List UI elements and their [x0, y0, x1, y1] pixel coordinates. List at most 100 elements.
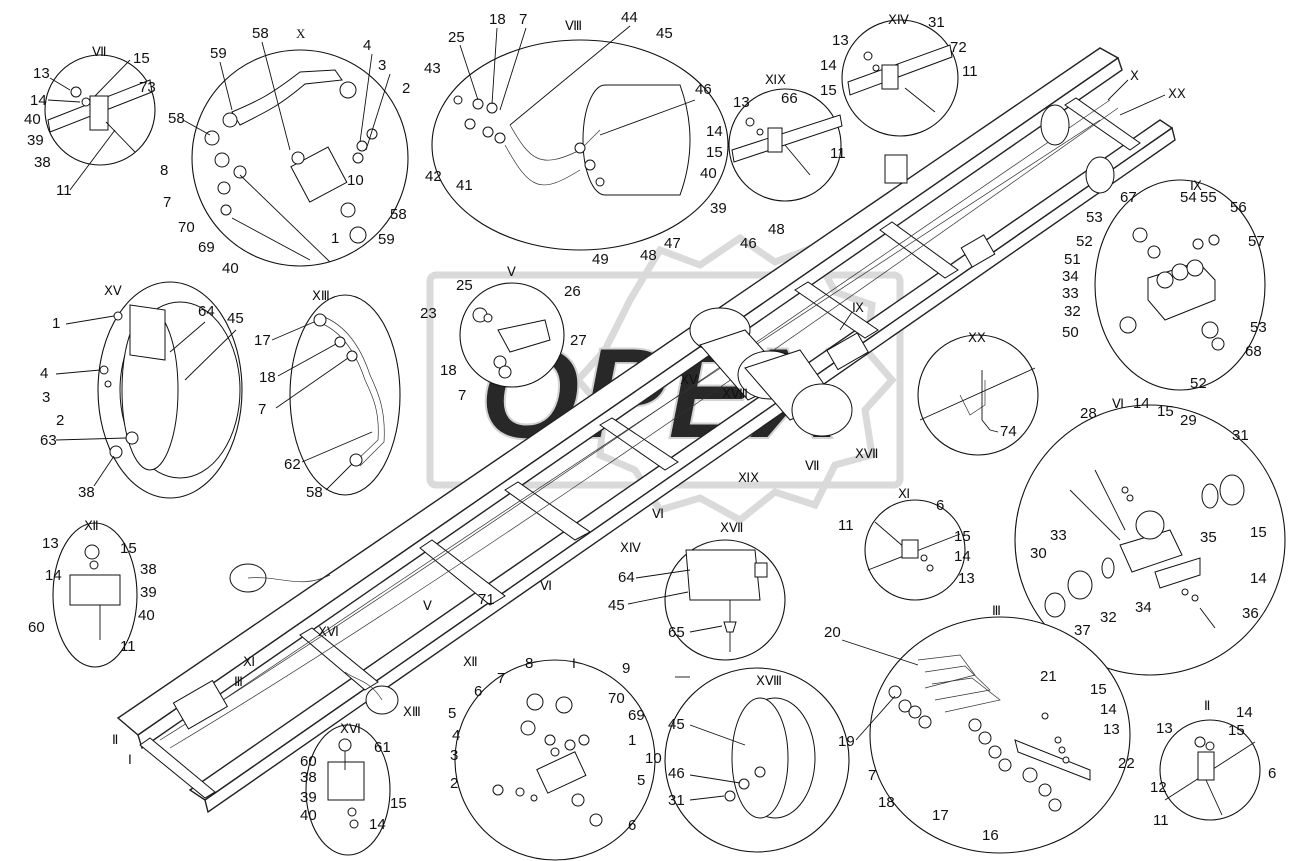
part-number: 15	[120, 540, 137, 557]
part-number: 7	[458, 387, 466, 404]
detail-xi: Ⅺ 11 6 15 14 13	[838, 486, 975, 601]
detail-xii: Ⅻ 13 15 14 38 39 40 60 11	[28, 518, 157, 668]
detail-title: Ⅸ	[1190, 178, 1202, 193]
part-number: 3	[378, 57, 386, 74]
part-number: 14	[1236, 704, 1253, 721]
part-number: 65	[668, 624, 685, 641]
part-number: 34	[1062, 268, 1079, 285]
detail-xvii: ⅩⅦ 64 45 65	[608, 520, 786, 661]
detail-title: ⅩⅢ	[312, 288, 330, 303]
part-number: 38	[300, 769, 317, 786]
part-number: 23	[420, 305, 437, 322]
part-number: 2	[402, 80, 410, 97]
part-number: 11	[962, 63, 978, 80]
detail-title: ⅪⅩ	[765, 72, 786, 87]
part-number: 69	[198, 239, 215, 256]
part-number: 72	[950, 39, 967, 56]
part-number: 27	[570, 332, 587, 349]
part-number: 15	[706, 144, 723, 161]
detail-title: Ⅶ	[92, 44, 107, 59]
part-number: 49	[592, 251, 609, 268]
part-number: 9	[622, 660, 630, 677]
part-number: 15	[133, 50, 150, 67]
detail-xiv: ⅩⅣ 13 31 72 14 15 11	[820, 12, 978, 137]
part-number: 6	[474, 683, 482, 700]
part-number: 70	[178, 219, 195, 236]
chassis-marker: Ⅵ	[652, 506, 664, 521]
part-number: 52	[1076, 233, 1093, 250]
chassis-marker: Ⅸ	[852, 300, 864, 315]
chassis-marker: ⅩⅦ	[855, 446, 878, 461]
part-number: 17	[254, 332, 271, 349]
part-number: 66	[781, 90, 798, 107]
chassis-marker: Ⅰ	[128, 752, 132, 767]
part-number: 15	[954, 528, 971, 545]
part-number: 18	[259, 369, 276, 386]
part-number: 7	[497, 670, 505, 687]
part-number: 14	[1100, 701, 1117, 718]
detail-vi: Ⅵ 28 14 15 29 31 33 35 30 32 34 15 14 37…	[1014, 395, 1286, 676]
part-number: 45	[608, 597, 625, 614]
chassis-marker: Ⅻ	[463, 654, 478, 669]
part-number: 38	[34, 154, 51, 171]
part-number: 1	[628, 732, 636, 749]
part-number: 45	[668, 716, 685, 733]
part-number: 15	[1228, 722, 1245, 739]
part-number: 14	[45, 567, 62, 584]
part-number: 7	[519, 11, 527, 28]
part-number: 13	[832, 32, 849, 49]
part-number: 16	[982, 827, 999, 844]
part-number: 17	[932, 807, 949, 824]
part-number: 58	[306, 484, 323, 501]
detail-title: Ⅺ	[898, 486, 910, 501]
part-number: 73	[139, 79, 156, 96]
part-number: 39	[140, 584, 157, 601]
part-number: 14	[1250, 570, 1267, 587]
part-number: 38	[140, 561, 157, 578]
part-number: 36	[1242, 605, 1259, 622]
part-number: 29	[1180, 412, 1197, 429]
part-number: 58	[390, 206, 407, 223]
part-number: 32	[1064, 303, 1081, 320]
part-number: 39	[710, 200, 727, 217]
detail-title: Ⅻ	[84, 518, 99, 533]
part-number: 20	[824, 624, 841, 641]
detail-title: ⅩⅥ	[340, 721, 361, 736]
part-number: 13	[1103, 721, 1120, 738]
chassis-marker: Ⅵ	[540, 578, 552, 593]
chassis-marker: Ⅲ	[234, 674, 243, 689]
detail-title: ⅩⅧ	[756, 673, 782, 688]
part-number: 15	[390, 795, 407, 812]
part-number: 14	[706, 123, 723, 140]
chassis-marker: ⅩⅥ	[318, 624, 339, 639]
part-number: 35	[1200, 529, 1217, 546]
chassis-marker: Ⅹ	[1130, 68, 1139, 83]
detail-iii: Ⅲ 20 21 15 14 13 19 7 18 17 22 16	[824, 603, 1135, 854]
detail-x: X 58 59 58 8 7 70 69 40 4 3 2 10 1 58 59	[160, 25, 410, 277]
detail-xix: ⅪⅩ 13 66 14 15 40 39 11	[700, 72, 846, 217]
part-number: 69	[628, 707, 645, 724]
part-number: 11	[1153, 812, 1169, 829]
part-number: 34	[1135, 599, 1152, 616]
part-number: 12	[1150, 779, 1167, 796]
part-number: 31	[1232, 427, 1249, 444]
part-number: 14	[820, 57, 837, 74]
part-number: 26	[564, 283, 581, 300]
detail-title: ⅩⅦ	[720, 520, 743, 535]
part-number: 18	[878, 794, 895, 811]
part-number: 46	[668, 765, 685, 782]
chassis-frame	[116, 47, 1176, 814]
part-number: 51	[1064, 251, 1081, 268]
chassis-marker: ⅩⅢ	[403, 704, 421, 719]
part-number: 7	[258, 401, 266, 418]
part-number: 31	[668, 792, 685, 809]
part-number: 32	[1100, 609, 1117, 626]
part-number: 18	[440, 362, 457, 379]
part-number: 11	[56, 182, 72, 199]
detail-title: ⅩⅤ	[104, 283, 122, 298]
part-number: 40	[24, 111, 41, 128]
part-number: 13	[33, 65, 50, 82]
part-number: 33	[1050, 527, 1067, 544]
detail-title: X	[296, 26, 306, 41]
detail-ix: Ⅸ 67 53 54 55 56 52 57 51 34 33 32 50 53…	[1062, 178, 1267, 392]
